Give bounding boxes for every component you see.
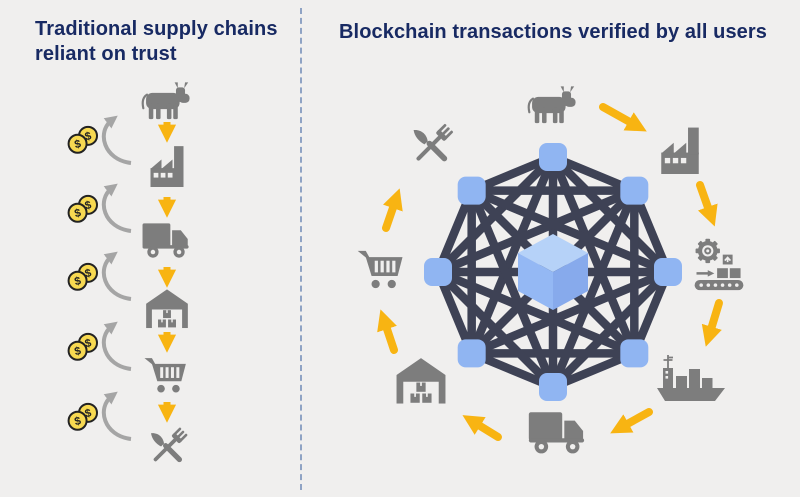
truck-icon [526, 407, 588, 455]
network-node [424, 258, 452, 286]
blockchain-cube-icon [518, 253, 553, 310]
network-node [539, 143, 567, 171]
warehouse-icon [144, 287, 190, 329]
network-edge [434, 268, 557, 391]
factory-icon [142, 143, 192, 187]
processing-plant-icon [689, 237, 749, 291]
cycle-arrow [610, 408, 653, 434]
payment-curved-arrow [101, 183, 132, 233]
dollar-coins-icon [66, 332, 100, 362]
dollar-coins-icon [66, 402, 100, 432]
shopping-cart-icon [142, 351, 190, 395]
cutlery-icon [405, 119, 459, 171]
blockchain-network [424, 143, 682, 401]
cow-icon [137, 80, 195, 122]
panel-divider [300, 8, 302, 490]
cycle-arrow [382, 188, 403, 232]
left-panel-title: Traditional supply chains reliant on tru… [35, 18, 278, 65]
factory-icon [650, 124, 710, 174]
network-node [620, 176, 649, 205]
cargo-ship-icon [654, 351, 728, 403]
payment-curved-arrow [101, 115, 132, 165]
payment-curved-arrow [101, 251, 132, 301]
right-panel-title: Blockchain transactions verified by all … [339, 21, 767, 43]
cycle-arrow [377, 309, 398, 354]
cow-icon [523, 84, 581, 126]
cycle-arrow [701, 299, 723, 347]
warehouse-icon [394, 355, 448, 405]
network-edge [467, 189, 557, 389]
shopping-cart-icon [355, 243, 407, 291]
truck-icon [140, 219, 192, 259]
cutlery-icon [143, 423, 193, 471]
dollar-coins-icon [66, 125, 100, 155]
network-node [620, 339, 649, 368]
network-node [539, 373, 567, 401]
dollar-coins-icon [66, 194, 100, 224]
cycle-arrow [696, 181, 718, 227]
network-node [654, 258, 682, 286]
network-edge [470, 186, 670, 276]
cycle-arrow [462, 415, 502, 441]
network-node [457, 339, 486, 368]
payment-curved-arrow [101, 321, 132, 371]
cycle-arrow [599, 103, 647, 132]
dollar-coins-icon [66, 262, 100, 292]
payment-curved-arrow [101, 391, 132, 441]
blockchain-cube-icon [553, 253, 588, 310]
network-node [457, 176, 486, 205]
